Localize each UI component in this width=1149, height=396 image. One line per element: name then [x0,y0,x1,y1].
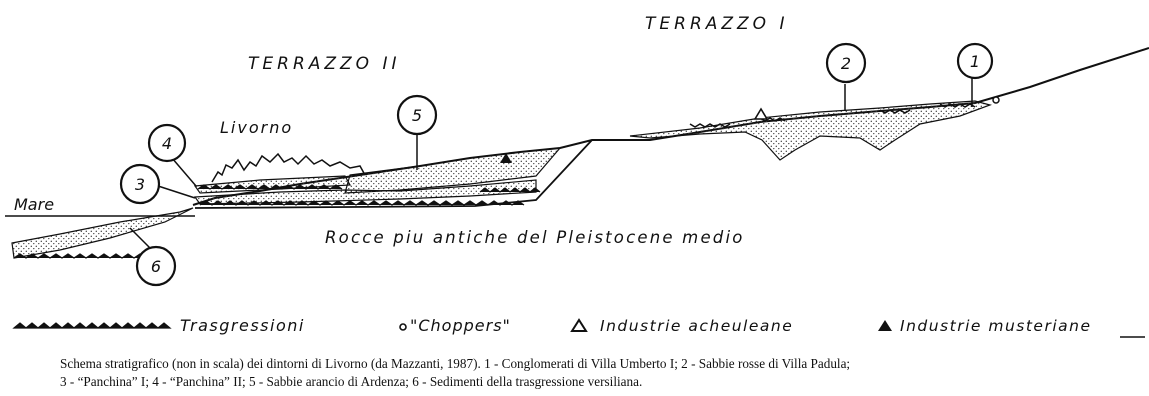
marker-4: 4 [149,125,185,161]
marker-3: 3 [121,165,159,203]
chopper-symbol-1 [993,97,999,103]
leader-line-3 [155,185,195,198]
marker-6: 6 [137,247,175,285]
leader-line-6 [130,228,152,250]
figure-caption: Schema stratigrafico (non in scala) dei … [60,355,1145,391]
leader-line-4 [172,158,196,186]
label-terrazzo-1: TERRAZZO I [645,14,788,34]
caption-line-2: 3 - “Panchina” I; 4 - “Panchina” II; 5 -… [60,373,1145,391]
legend-acheulean-symbol [572,320,586,331]
legend-trasgressioni-label: Trasgressioni [180,316,305,335]
legend-musteriane-label: Industrie musteriane [900,317,1092,335]
marker-5: 5 [398,96,436,134]
layer-2-red-sands [630,101,990,160]
legend-musterian-symbol [878,320,892,331]
marker-1: 1 [958,44,992,78]
label-rocce: Rocce piu antiche del Pleistocene medio [325,228,745,247]
caption-line-1: Schema stratigrafico (non in scala) dei … [60,355,1145,373]
label-terrazzo-2: TERRAZZO II [248,54,400,74]
svg-text:3: 3 [135,175,145,194]
svg-text:1: 1 [970,52,980,71]
svg-text:4: 4 [162,134,172,153]
marker-2: 2 [827,44,865,82]
svg-text:6: 6 [151,257,161,276]
legend-transgression-symbol [14,323,170,328]
legend-choppers-label: "Choppers" [410,316,511,335]
legend-acheuleane-label: Industrie acheuleane [600,317,793,335]
legend-chopper-symbol [400,324,406,330]
svg-text:2: 2 [841,54,851,73]
acheulean-industry-symbol-1 [755,109,767,119]
label-livorno: Livorno [220,118,293,137]
svg-text:5: 5 [412,106,422,125]
label-mare: Mare [14,195,54,214]
